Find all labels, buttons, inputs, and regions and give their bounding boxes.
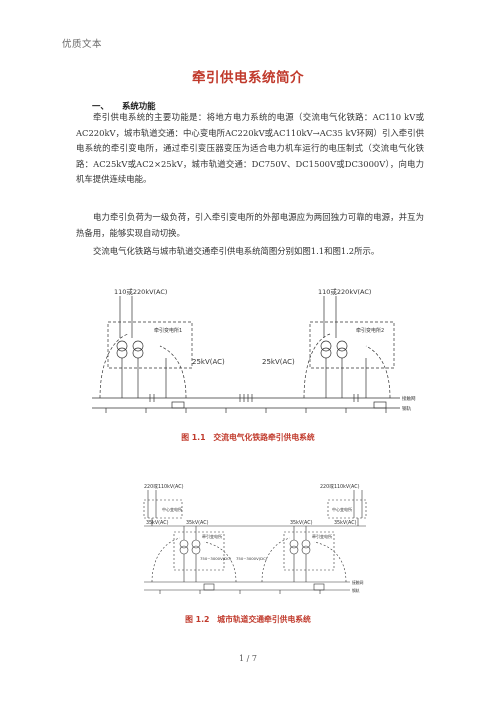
fig2-ring-right-label: 35kV(AC) bbox=[334, 520, 357, 526]
fig1-catenary-label: 接触网 bbox=[402, 395, 416, 402]
fig2-ring-mid-right-label: 35kV(AC) bbox=[290, 520, 313, 526]
fig1-source-left-label: 110或220kV(AC) bbox=[114, 287, 167, 296]
document-title: 牵引供电系统简介 bbox=[192, 70, 304, 86]
section-number: 一、 bbox=[92, 101, 109, 111]
paragraph-function: 牵引供电系统的主要功能是：将地方电力系统的电源（交流电气化铁路：AC110 kV… bbox=[76, 112, 424, 185]
fig2-rail-label: 钢轨 bbox=[352, 588, 360, 593]
page-number: 1 / 7 bbox=[239, 654, 257, 663]
fig2-substation-right-label: 牵引变电所 bbox=[312, 533, 332, 539]
fig1-voltage-left-label: 25kV(AC) bbox=[192, 358, 225, 366]
paragraph-load: 电力牵引负荷为一级负荷，引入牵引变电所的外部电源应为两回独力可靠的电源，并互为热… bbox=[76, 212, 424, 238]
fig1-substation-right-label: 牵引变电所2 bbox=[356, 327, 384, 334]
fig2-center-left-label: 中心变电所 bbox=[162, 506, 182, 512]
fig1-substation-left-label: 牵引变电所1 bbox=[154, 327, 182, 334]
fig2-ring-left-label: 35kV(AC) bbox=[146, 520, 169, 526]
figure1-caption: 图 1.1 交流电气化铁路牵引供电系统 bbox=[181, 433, 315, 442]
figure-ac-railway-diagram: 110或220kV(AC) 110或220kV(AC) 牵引变电所1 牵引变电所… bbox=[92, 287, 416, 413]
fig1-rail-label: 钢轨 bbox=[402, 405, 411, 412]
fig2-source-left-label: 220或110kV(AC) bbox=[144, 483, 184, 490]
fig2-ring-mid-left-label: 35kV(AC) bbox=[186, 520, 209, 526]
paragraph-figure-ref: 交流电气化铁路与城市轨道交通牵引供电系统简图分别如图1.1和图1.2所示。 bbox=[93, 246, 380, 256]
figure2-caption: 图 1.2 城市轨道交通牵引供电系统 bbox=[185, 615, 311, 624]
fig1-source-right-label: 110或220kV(AC) bbox=[318, 287, 371, 296]
fig2-catenary-label: 接触网 bbox=[352, 580, 364, 585]
fig1-voltage-right-label: 25kV(AC) bbox=[262, 358, 295, 366]
fig2-dc-left-label: 750~3000V(DC) bbox=[200, 556, 232, 561]
figure-urban-transit-diagram: 220或110kV(AC) 220或110kV(AC) 中心变电所 中心变电所 … bbox=[143, 483, 367, 594]
fig2-substation-left-label: 牵引变电所 bbox=[202, 533, 222, 539]
fig2-source-right-label: 220或110kV(AC) bbox=[320, 483, 360, 490]
page-header: 优质文本 bbox=[62, 39, 103, 50]
fig2-dc-right-label: 750~3000V(DC) bbox=[236, 556, 268, 561]
fig2-center-right-label: 中心变电所 bbox=[332, 506, 352, 512]
section-heading: 一、 系统功能 bbox=[92, 100, 156, 112]
section-title: 系统功能 bbox=[122, 101, 156, 111]
